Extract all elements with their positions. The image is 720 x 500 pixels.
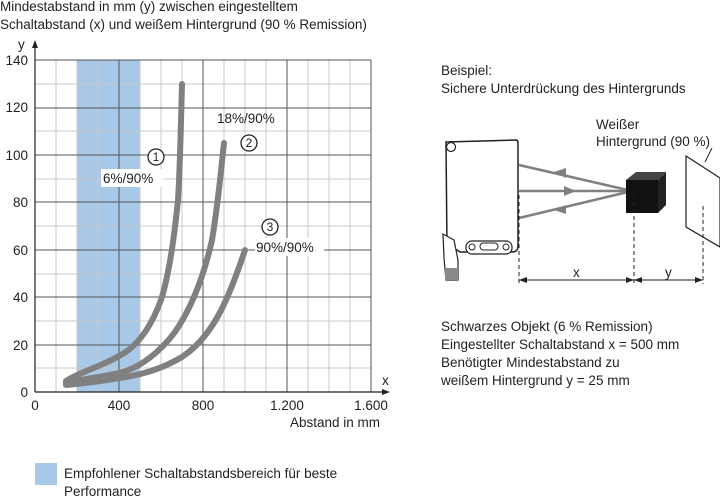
- example-desc-1: Schwarzes Objekt (6 % Remission): [441, 319, 653, 334]
- background-label-line1: Weißer: [596, 117, 640, 132]
- example-desc-3: Benötigter Mindestabstand zu: [441, 355, 620, 370]
- white-background: [685, 154, 720, 248]
- series-label-18-90: 18%/90%: [217, 111, 275, 126]
- legend-text-line1: Empfohlener Schaltabstandsbereich für be…: [64, 466, 338, 481]
- x-axis-arrow-icon: [382, 389, 390, 395]
- curve-6-90: [63, 81, 185, 384]
- curve-18-90: [63, 140, 227, 386]
- example-heading: Beispiel:: [441, 63, 493, 78]
- marker-2: 2: [246, 136, 253, 150]
- x-tick: 1.200: [270, 398, 304, 413]
- marker-1: 1: [153, 150, 160, 164]
- dimension-y-label: y: [665, 265, 672, 280]
- series-label-6-90: 6%/90%: [103, 171, 154, 186]
- y-tick: 120: [5, 100, 28, 115]
- y-tick: 80: [12, 195, 28, 210]
- x-axis-letter: x: [382, 373, 389, 388]
- example-desc-4: weißem Hintergrund y = 25 mm: [441, 373, 630, 388]
- example-desc-2: Eingestellter Schaltabstand x = 500 mm: [441, 337, 680, 352]
- x-axis-title: Abstand in mm: [290, 415, 381, 430]
- y-tick: 0: [20, 385, 28, 400]
- y-tick: 40: [12, 290, 28, 305]
- series-label-90-90: 90%/90%: [256, 240, 314, 255]
- curve-90-90: [63, 247, 248, 388]
- curves: [63, 81, 248, 388]
- y-tick: 100: [5, 148, 28, 163]
- example-subheading: Sichere Unterdrückung des Hintergrunds: [441, 81, 686, 96]
- x-tick: 400: [107, 398, 131, 413]
- x-tick: 1.600: [354, 398, 388, 413]
- series-markers: [147, 134, 279, 236]
- background-label-line2: Hintergrund (90 %): [596, 134, 711, 149]
- dimension-x-label: x: [573, 265, 580, 280]
- y-axis-letter: y: [18, 37, 25, 52]
- legend-text-line2: Performance: [64, 484, 142, 499]
- chart-title-line2: Schaltabstand (x) und weißem Hintergrund…: [0, 17, 367, 32]
- axes: [34, 44, 386, 393]
- y-tick: 60: [12, 243, 28, 258]
- x-tick: 0: [31, 398, 39, 413]
- x-tick: 800: [191, 398, 215, 413]
- y-axis-arrow-icon: [32, 40, 38, 48]
- marker-3: 3: [267, 220, 274, 234]
- sensor-body: [445, 139, 519, 253]
- y-tick: 140: [5, 53, 28, 68]
- chart-title-line1: Mindestabstand in mm (y) zwischen einges…: [0, 0, 298, 14]
- sensor-diagram: [442, 139, 720, 284]
- y-tick: 20: [12, 338, 28, 353]
- black-object: [626, 180, 658, 213]
- major-grid: [35, 59, 372, 392]
- legend-swatch: [35, 463, 57, 485]
